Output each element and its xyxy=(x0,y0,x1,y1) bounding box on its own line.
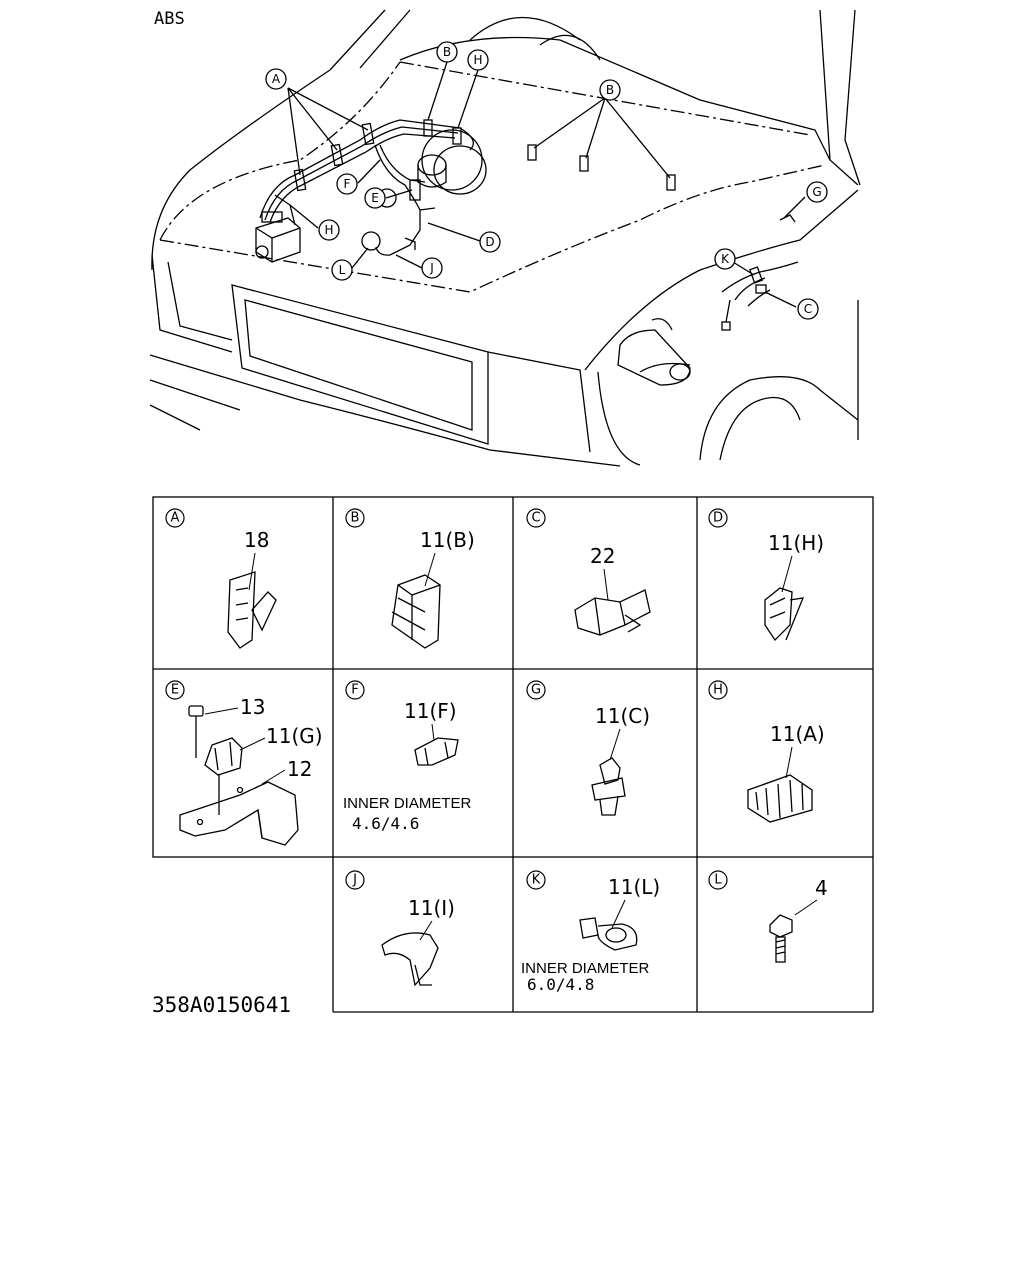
parts-table xyxy=(152,496,874,1013)
cell-E: E 13 11(G) 12 xyxy=(165,680,323,846)
cell-K: K 11(L) INNER DIAMETER 6.0/4.8 xyxy=(521,870,660,994)
svg-text:E: E xyxy=(171,683,179,698)
svg-text:H: H xyxy=(324,223,333,237)
svg-text:B: B xyxy=(606,83,614,97)
callout-G: G xyxy=(806,181,828,203)
clip-11i-icon xyxy=(381,932,439,987)
part-number: 11(A) xyxy=(770,722,825,746)
callout-H-top: H xyxy=(467,49,489,71)
clip-11c-icon xyxy=(591,757,626,816)
clip-11b-icon xyxy=(391,574,441,649)
svg-text:F: F xyxy=(344,177,351,191)
svg-text:H: H xyxy=(713,683,723,698)
svg-text:F: F xyxy=(351,683,358,698)
cell-L: L 4 xyxy=(708,870,828,963)
callout-F: F xyxy=(336,173,358,195)
part-number: 11(L) xyxy=(608,875,660,899)
part-number: 11(I) xyxy=(408,896,455,920)
svg-text:J: J xyxy=(352,873,357,888)
part-number: 11(B) xyxy=(420,528,475,552)
callout-B-top: B xyxy=(436,41,458,63)
inner-diameter-label: INNER DIAMETER xyxy=(343,795,472,812)
cell-B: B 11(B) xyxy=(345,508,475,649)
svg-text:C: C xyxy=(804,302,812,316)
callout-C: C xyxy=(797,298,819,320)
diagram-title: ABS xyxy=(154,9,185,29)
bolt-icon xyxy=(769,914,793,963)
cell-A: A 18 xyxy=(165,508,277,649)
svg-text:G: G xyxy=(531,683,541,698)
clip-22-icon xyxy=(574,589,651,636)
callout-H-left: H xyxy=(318,219,340,241)
part-number: 11(C) xyxy=(595,704,650,728)
clip-11h-icon xyxy=(764,587,805,642)
bracket-assembly-icon xyxy=(179,705,299,846)
svg-text:K: K xyxy=(532,873,541,888)
part-number: 22 xyxy=(590,544,615,568)
svg-text:G: G xyxy=(812,185,821,199)
callout-D: D xyxy=(479,231,501,253)
callout-B-right: B xyxy=(599,79,621,101)
cell-C: C 22 xyxy=(526,508,651,636)
part-number: 12 xyxy=(287,757,312,781)
cell-H: H 11(A) xyxy=(708,680,825,823)
svg-text:L: L xyxy=(339,263,346,277)
svg-text:A: A xyxy=(272,72,281,86)
vehicle-illustration xyxy=(149,9,861,467)
svg-text:E: E xyxy=(371,191,379,205)
cell-D: D 11(H) xyxy=(708,508,824,642)
part-number: 18 xyxy=(244,528,269,552)
cell-G: G 11(C) xyxy=(526,680,650,816)
inner-diameter-label: INNER DIAMETER xyxy=(521,960,650,977)
callout-J: J xyxy=(421,257,443,279)
svg-text:J: J xyxy=(429,261,434,275)
svg-text:L: L xyxy=(714,873,722,888)
callout-K: K xyxy=(714,248,736,270)
svg-text:D: D xyxy=(713,511,723,526)
cell-F: F 11(F) INNER DIAMETER 4.6/4.6 xyxy=(343,680,472,833)
clip-18-icon xyxy=(227,571,277,649)
svg-text:D: D xyxy=(485,235,494,249)
diagram-code: 358A0150641 xyxy=(152,993,291,1017)
inner-diameter-value: 6.0/4.8 xyxy=(527,975,594,994)
callout-L: L xyxy=(331,259,353,281)
inner-diameter-value: 4.6/4.6 xyxy=(352,814,419,833)
part-number: 13 xyxy=(240,695,265,719)
clip-11l-icon xyxy=(579,917,638,951)
svg-text:B: B xyxy=(351,511,360,526)
callout-E: E xyxy=(364,187,386,209)
clip-11a-icon xyxy=(747,774,813,823)
svg-text:C: C xyxy=(531,511,540,526)
clip-11f-icon xyxy=(414,737,459,766)
part-number: 11(F) xyxy=(404,699,457,723)
cell-J: J 11(I) xyxy=(345,870,455,987)
svg-text:B: B xyxy=(443,45,451,59)
part-number: 11(H) xyxy=(768,531,824,555)
part-number: 11(G) xyxy=(266,724,323,748)
part-number: 4 xyxy=(815,876,828,900)
callout-A: A xyxy=(265,68,287,90)
svg-text:K: K xyxy=(721,252,730,266)
cell-letter: A xyxy=(171,511,180,526)
svg-text:H: H xyxy=(473,53,482,67)
